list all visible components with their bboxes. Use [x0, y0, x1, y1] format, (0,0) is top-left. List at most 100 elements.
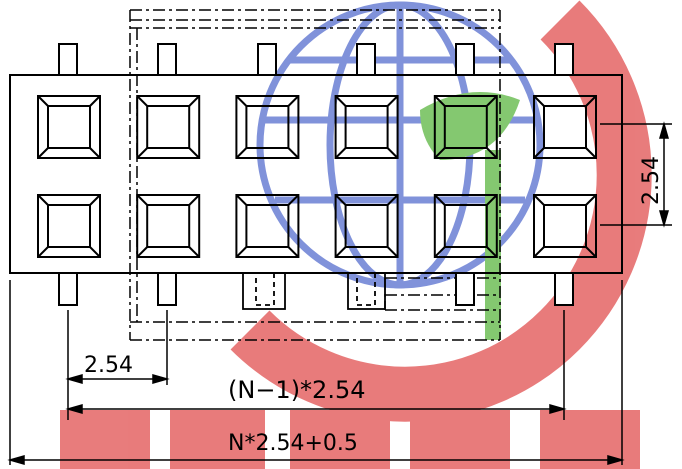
contact-cell-chamfer: [287, 194, 300, 206]
connector-housing: [9, 74, 623, 274]
contact-cell-chamfer: [188, 246, 200, 258]
contact-cell-inner: [344, 105, 389, 149]
hidden-pin-detail: [242, 272, 386, 310]
top-pin: [257, 43, 277, 76]
contact-cell-chamfer: [235, 95, 248, 107]
contact-cell-chamfer: [136, 147, 148, 159]
contact-cell-chamfer: [386, 147, 399, 159]
contact-cell-chamfer: [334, 246, 347, 258]
contact-cell-inner: [443, 204, 488, 248]
top-pin: [554, 43, 574, 76]
contact-cell: [136, 194, 201, 258]
top-pin: [455, 43, 475, 76]
contact-cell-chamfer: [585, 194, 597, 206]
contact-cell-chamfer: [585, 95, 597, 107]
contact-cell-chamfer: [434, 147, 446, 159]
contact-cell-chamfer: [89, 194, 101, 206]
bottom-pin: [58, 272, 78, 306]
contact-cell-chamfer: [287, 246, 300, 258]
contact-cell-chamfer: [89, 95, 101, 107]
contact-cell: [433, 194, 498, 258]
contact-cell: [37, 194, 101, 258]
contact-cell-outer: [235, 194, 300, 258]
contact-cell: [533, 194, 597, 258]
contact-cell-chamfer: [334, 194, 347, 206]
contact-cell: [37, 95, 101, 159]
contact-cell-outer: [334, 95, 399, 159]
contact-cell-chamfer: [37, 194, 49, 206]
contact-cell-chamfer: [434, 194, 446, 206]
dim-total: N*2.54+0.5: [228, 431, 358, 456]
dim-pitch-row: 2.54: [639, 156, 664, 205]
contact-cell-chamfer: [533, 194, 545, 206]
contact-cell-chamfer: [188, 194, 200, 206]
contact-cell-chamfer: [486, 147, 498, 159]
contact-cell-chamfer: [585, 147, 597, 159]
contact-cell-chamfer: [386, 246, 399, 258]
contact-cell-chamfer: [386, 95, 399, 107]
contact-cell-chamfer: [136, 246, 148, 258]
contact-cell-chamfer: [334, 95, 347, 107]
contact-cell-chamfer: [533, 246, 545, 258]
watermark-logo: [60, 0, 652, 469]
contact-cell-outer: [37, 95, 101, 159]
watermark-red-letters: [60, 410, 640, 469]
dim-span: (N−1)*2.54: [228, 376, 366, 404]
contact-cell-inner: [146, 204, 191, 248]
top-pin: [58, 43, 78, 76]
contact-cell-chamfer: [533, 95, 545, 107]
contact-cell: [235, 194, 300, 258]
contact-cell: [136, 95, 201, 159]
contact-cell-chamfer: [287, 147, 300, 159]
contact-cell-chamfer: [434, 95, 446, 107]
dimension-lines: [7, 121, 672, 465]
contact-cell-chamfer: [136, 194, 148, 206]
contact-cell-chamfer: [386, 194, 399, 206]
contact-cell: [334, 95, 399, 159]
contact-cell-chamfer: [235, 194, 248, 206]
contact-cell-chamfer: [188, 147, 200, 159]
contact-cell-outer: [37, 194, 101, 258]
contact-cell-outer: [533, 95, 597, 159]
contact-cell-outer: [433, 95, 498, 159]
contact-cell-chamfer: [486, 246, 498, 258]
contact-cell: [235, 95, 300, 159]
contact-cell-inner: [47, 105, 91, 149]
contact-cell-chamfer: [136, 95, 148, 107]
contact-cell-chamfer: [37, 246, 49, 258]
contact-cell-chamfer: [89, 246, 101, 258]
contact-cell-outer: [136, 95, 201, 159]
dim-pitch-bottom: 2.54: [84, 353, 133, 378]
contact-cell: [533, 95, 597, 159]
top-pin: [157, 43, 177, 76]
contact-cell-inner: [146, 105, 191, 149]
contact-cell-outer: [136, 194, 201, 258]
phantom-outline: [129, 9, 501, 341]
contact-cell-chamfer: [188, 95, 200, 107]
contact-cell-outer: [533, 194, 597, 258]
top-pins: [58, 43, 574, 76]
contact-cell-outer: [433, 194, 498, 258]
contact-cell-inner: [443, 105, 488, 149]
bottom-pin: [455, 272, 475, 306]
contact-cell-chamfer: [533, 147, 545, 159]
contact-cell-outer: [334, 194, 399, 258]
contact-cell-chamfer: [334, 147, 347, 159]
bottom-pin: [157, 272, 177, 306]
bottom-pin: [554, 272, 574, 306]
contact-cell-chamfer: [434, 246, 446, 258]
contact-cell-outer: [235, 95, 300, 159]
watermark-red-ring: [230, 0, 652, 422]
contact-cells: [37, 95, 597, 258]
contact-cell-chamfer: [287, 95, 300, 107]
contact-cell-inner: [245, 105, 290, 149]
contact-cell: [334, 194, 399, 258]
contact-cell: [433, 95, 498, 159]
contact-cell-inner: [245, 204, 290, 248]
contact-cell-chamfer: [235, 147, 248, 159]
contact-cell-chamfer: [89, 147, 101, 159]
contact-cell-chamfer: [235, 246, 248, 258]
contact-cell-chamfer: [585, 246, 597, 258]
